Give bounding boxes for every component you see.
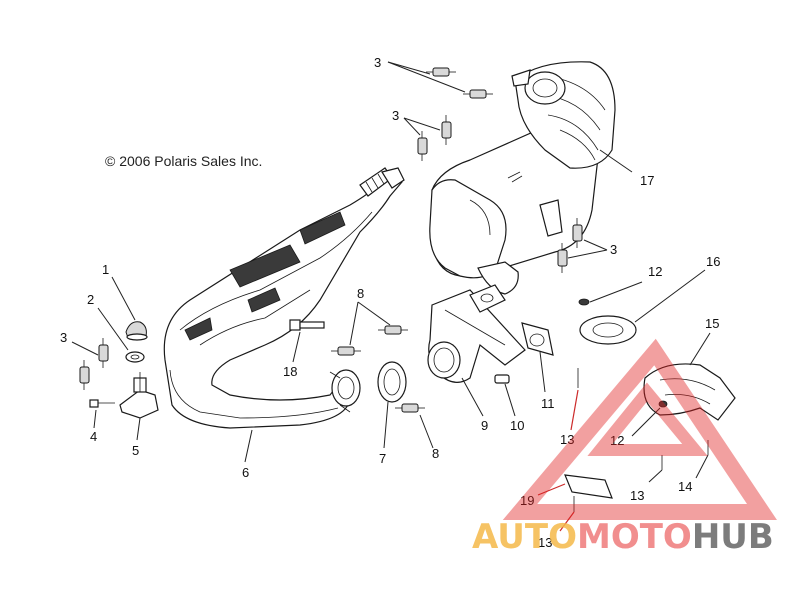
spring-top-3: [417, 131, 428, 161]
callout-2: 2: [87, 292, 94, 307]
spring-left: [79, 360, 90, 390]
callout-11: 11: [541, 396, 555, 411]
callout-14: 14: [678, 479, 692, 494]
callout-10: 10: [510, 418, 524, 433]
spring-mid-1: [331, 346, 361, 356]
callout-18: 18: [283, 364, 297, 379]
spring-mid-left: [98, 338, 109, 368]
callout-5: 5: [132, 443, 139, 458]
watermark-auto: AUTO: [472, 517, 577, 557]
muffler-canister: [429, 61, 616, 295]
watermark-hub: HUB: [692, 517, 774, 557]
callout-19: 19: [520, 493, 534, 508]
callout-8-top: 8: [357, 286, 364, 301]
mounting-bracket: [119, 372, 159, 419]
manifold-gasket: [469, 284, 506, 313]
spring-right-1: [572, 218, 583, 248]
grommet: [579, 315, 637, 345]
callout-3-right: 3: [610, 242, 617, 257]
nut-12b: [658, 400, 668, 408]
seal-ring: [377, 361, 407, 403]
callout-6: 6: [242, 465, 249, 480]
callout-13-a: 13: [560, 432, 574, 447]
callout-12-top: 12: [648, 264, 662, 279]
hex-nut: [578, 298, 590, 306]
callout-1: 1: [102, 262, 109, 277]
callout-9: 9: [481, 418, 488, 433]
watermark-text: AUTOMOTOHUB: [472, 517, 774, 557]
spring-mid-3: [395, 403, 425, 413]
spring-right-2: [557, 243, 568, 273]
stud-bolt: [289, 319, 325, 331]
leader-lines: [71, 61, 711, 532]
callout-3-top: 3: [374, 55, 381, 70]
callout-3-upper: 3: [392, 108, 399, 123]
spring-top-2: [463, 89, 493, 99]
callout-17: 17: [640, 173, 654, 188]
small-plate: [564, 474, 613, 499]
callout-13-b: 13: [630, 488, 644, 503]
sensor-plug: [494, 374, 510, 384]
callout-3-left: 3: [60, 330, 67, 345]
callout-4: 4: [90, 429, 97, 444]
callout-13-c: 13: [538, 535, 552, 550]
callout-labels: 1 2 3 3 3 3 4 5 6 7 8 8 9 10 11 12 12 13…: [60, 55, 720, 550]
watermark-triangle-inner: [587, 382, 708, 456]
exhaust-manifold: [427, 289, 526, 383]
callout-8-bottom: 8: [432, 446, 439, 461]
callout-16: 16: [706, 254, 720, 269]
callout-12-bottom: 12: [610, 433, 624, 448]
callout-15: 15: [705, 316, 719, 331]
rubber-cap: [125, 321, 148, 341]
spring-mid-2: [378, 325, 408, 335]
washer: [125, 351, 145, 363]
watermark-moto: MOTO: [577, 517, 692, 557]
spring-top-4: [441, 115, 452, 145]
copyright-text: © 2006 Polaris Sales Inc.: [105, 153, 262, 169]
expansion-chamber: [163, 167, 405, 429]
watermark-logo: AUTOMOTOHUB: [472, 338, 777, 557]
bolt-left: [89, 399, 115, 408]
spring-top-1: [426, 67, 456, 77]
callout-7: 7: [379, 451, 386, 466]
flange-gasket: [521, 322, 554, 356]
watermark-triangle-outer: [502, 338, 777, 520]
